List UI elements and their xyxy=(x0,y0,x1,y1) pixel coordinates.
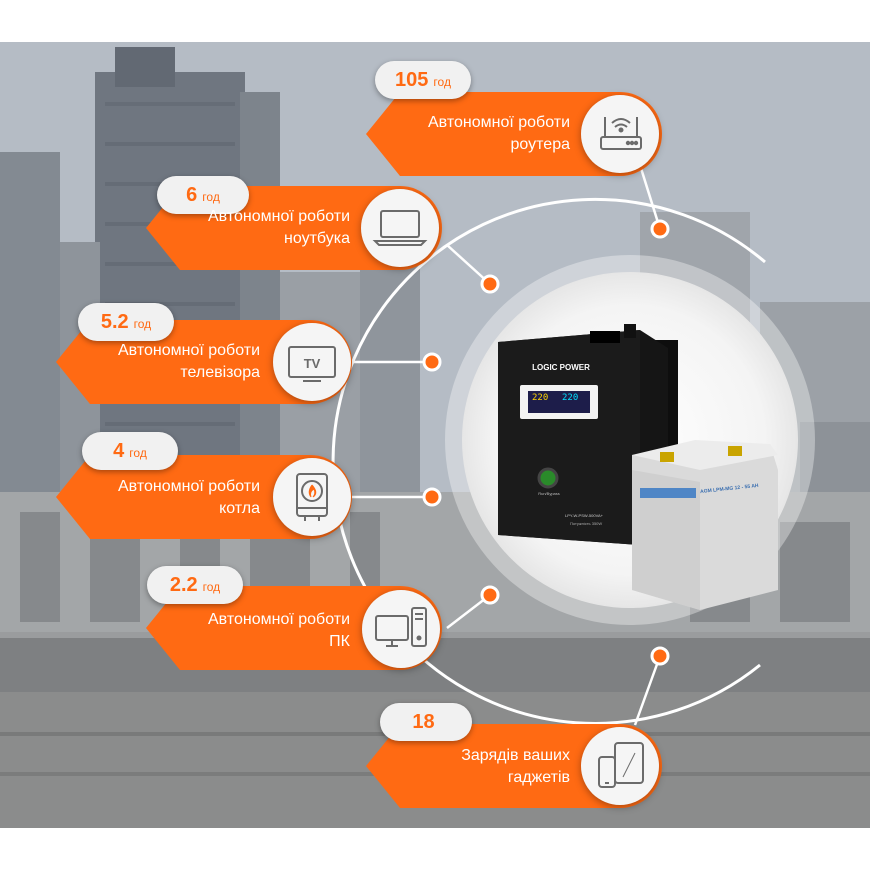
label-line: Автономної роботи xyxy=(208,208,350,225)
pc-icon xyxy=(362,590,440,668)
value-badge-pc: 2.2 год xyxy=(147,566,243,604)
value-badge-tv: 5.2 год xyxy=(78,303,174,341)
label-line: Автономної роботи xyxy=(428,114,570,131)
label-line: Автономної роботи xyxy=(118,478,260,495)
value-number: 6 xyxy=(186,184,198,206)
value-badge-gadgets: 18 xyxy=(380,703,472,741)
value-badge-router: 105 год xyxy=(375,61,471,99)
inverter-display-left: 220 xyxy=(532,393,549,403)
label-boiler: Автономної роботи котла xyxy=(66,476,260,520)
label-laptop: Автономної роботи ноутбука xyxy=(156,206,350,250)
value-unit: год xyxy=(133,317,152,331)
battery-product xyxy=(632,440,778,610)
value-number: 4 xyxy=(113,440,125,462)
value-unit: год xyxy=(129,446,147,460)
value-unit: год xyxy=(433,75,451,89)
label-line: ноутбука xyxy=(284,230,350,247)
label-line: котла xyxy=(219,500,260,517)
value-unit: год xyxy=(202,580,221,594)
label-line: гаджетів xyxy=(507,769,570,786)
gadgets-icon xyxy=(581,727,659,805)
orbit-arc xyxy=(331,197,766,725)
label-pc: Автономної роботи ПК xyxy=(156,609,350,653)
value-badge-boiler: 4 год xyxy=(82,432,178,470)
value-unit: год xyxy=(202,190,220,204)
label-line: Зарядів ваших xyxy=(461,747,570,764)
inverter-product xyxy=(498,324,678,545)
label-router: Автономної роботи роутера xyxy=(376,112,570,156)
value-number: 5.2 xyxy=(100,311,129,333)
inverter-model: LPY-W-PSW-500VA+ xyxy=(565,513,603,518)
value-badge-laptop: 6 год xyxy=(157,176,249,214)
value-number: 2.2 xyxy=(169,574,198,596)
inverter-brand: LOGIC POWER xyxy=(532,363,590,372)
orbit-nodes xyxy=(422,219,670,666)
tv-icon: TV xyxy=(273,323,351,401)
tv-icon-text: TV xyxy=(304,356,321,371)
label-line: ПК xyxy=(329,633,350,650)
label-gadgets: Зарядів ваших гаджетів xyxy=(376,745,570,789)
value-number: 18 xyxy=(412,711,435,733)
router-icon xyxy=(581,95,659,173)
inverter-display-right: 220 xyxy=(562,393,579,403)
label-line: Автономної роботи xyxy=(118,342,260,359)
label-line: Автономної роботи xyxy=(208,611,350,628)
label-tv: Автономної роботи телевізора xyxy=(66,340,260,384)
boiler-icon xyxy=(273,458,351,536)
label-line: телевізора xyxy=(180,364,260,381)
inverter-power: Потужність 350W xyxy=(570,521,603,526)
label-line: роутера xyxy=(510,136,570,153)
laptop-icon xyxy=(361,189,439,267)
value-number: 105 xyxy=(395,69,429,91)
inverter-button-label: Run/Bypass xyxy=(538,491,560,496)
